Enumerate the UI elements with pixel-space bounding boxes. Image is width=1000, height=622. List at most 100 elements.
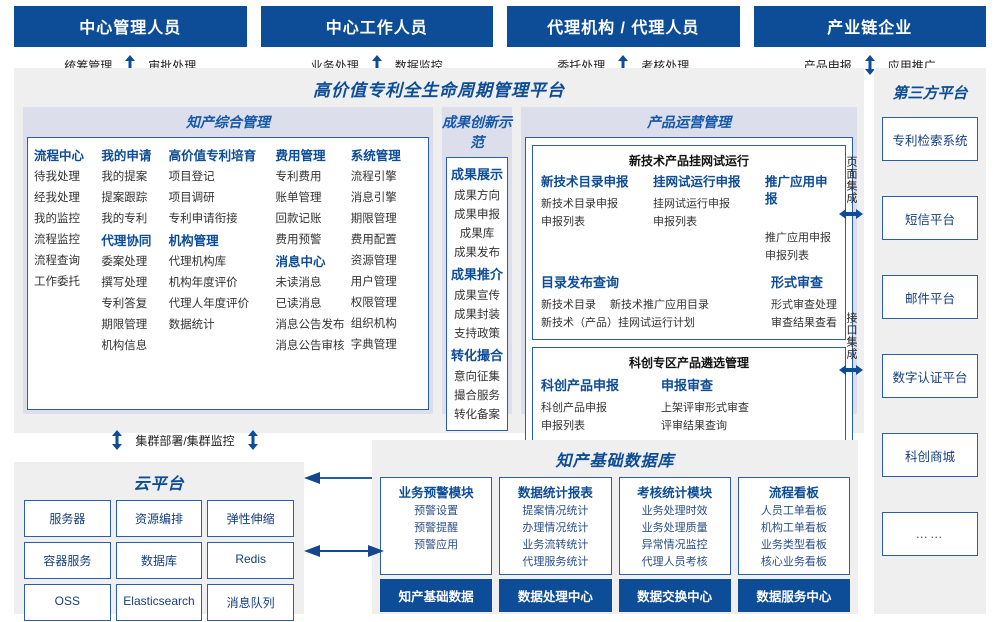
third-party-item-more[interactable]: …… xyxy=(882,512,978,556)
cloud-item-autoscaling[interactable]: 弹性伸缩 xyxy=(207,500,294,537)
menu-item[interactable]: 字典管理 xyxy=(350,339,397,351)
menu-group-chengguotuijie[interactable]: 成果推介 xyxy=(451,267,504,282)
menu-item[interactable]: 申报列表 xyxy=(541,420,586,432)
menu-item[interactable]: 成果宣传 xyxy=(454,290,500,302)
menu-group-chengguozhanshi[interactable]: 成果展示 xyxy=(451,167,504,182)
menu-group-wodeshenqing[interactable]: 我的申请 xyxy=(101,149,152,163)
cloud-item-oss[interactable]: OSS xyxy=(24,584,111,621)
menu-group-xingshishencha[interactable]: 形式审查 xyxy=(771,275,824,290)
menu-item[interactable]: 消息引擎 xyxy=(350,192,397,204)
menu-item[interactable]: 代理人年度评价 xyxy=(168,298,250,310)
card-item[interactable]: 机构工单看板 xyxy=(760,522,827,534)
menu-item[interactable]: 我的专利 xyxy=(101,213,148,225)
card-item[interactable]: 异常情况监控 xyxy=(641,539,708,551)
role-title-center-staff[interactable]: 中心工作人员 xyxy=(260,6,493,47)
menu-item[interactable]: 组织机构 xyxy=(350,318,397,330)
menu-item[interactable]: 回款记账 xyxy=(275,213,322,225)
card-item[interactable]: 代理服务统计 xyxy=(522,556,589,568)
data-library-footer-base-data[interactable]: 知产基础数据 xyxy=(380,579,493,612)
menu-item[interactable]: 形式审查处理 xyxy=(771,299,838,311)
menu-group-zhuanhuacuohe[interactable]: 转化撮合 xyxy=(451,348,504,363)
menu-item[interactable]: 撮合服务 xyxy=(454,390,500,402)
menu-item[interactable]: 成果库 xyxy=(459,228,495,240)
card-item[interactable]: 提案情况统计 xyxy=(522,505,589,517)
data-library-footer-exchange-center[interactable]: 数据交换中心 xyxy=(618,579,731,612)
role-title-industry-enterprise[interactable]: 产业链企业 xyxy=(753,6,986,47)
menu-item[interactable]: 用户管理 xyxy=(350,276,397,288)
menu-group-tuiguangyingyong-shenbao[interactable]: 推广应用申报 xyxy=(765,175,828,206)
card-item[interactable]: 预警设置 xyxy=(414,505,459,517)
card-item[interactable]: 办理情况统计 xyxy=(522,522,589,534)
menu-item[interactable]: 成果方向 xyxy=(454,190,500,202)
menu-item[interactable]: 专利答复 xyxy=(101,298,148,310)
menu-item[interactable]: 科创产品申报 xyxy=(541,402,608,414)
data-library-footer-processing-center[interactable]: 数据处理中心 xyxy=(499,579,612,612)
third-party-item-email[interactable]: 邮件平台 xyxy=(882,275,978,319)
card-item[interactable]: 业务类型看板 xyxy=(760,539,827,551)
menu-item[interactable]: 专利费用 xyxy=(275,171,322,183)
menu-group-xiaoxizhongxin[interactable]: 消息中心 xyxy=(275,255,326,269)
third-party-item-patent-search[interactable]: 专利检索系统 xyxy=(882,117,978,161)
cloud-item-database[interactable]: 数据库 xyxy=(115,542,203,579)
menu-item[interactable]: 意向征集 xyxy=(454,371,500,383)
menu-item[interactable]: 项目登记 xyxy=(168,171,215,183)
menu-item[interactable]: 消息公告审核 xyxy=(275,340,345,352)
menu-item[interactable]: 资源管理 xyxy=(350,255,397,267)
menu-group-guawang-shenbao[interactable]: 挂网试运行申报 xyxy=(653,175,741,189)
menu-item[interactable]: 上架评审形式审查 xyxy=(661,402,750,414)
menu-item[interactable]: 期限管理 xyxy=(350,213,397,225)
menu-item[interactable]: 推广应用申报 xyxy=(765,232,832,244)
data-library-footer-service-center[interactable]: 数据服务中心 xyxy=(737,579,850,612)
role-title-agency[interactable]: 代理机构 / 代理人员 xyxy=(507,6,740,47)
menu-item[interactable]: 账单管理 xyxy=(275,192,322,204)
menu-item[interactable]: 新技术（产品）挂网试运行计划 xyxy=(541,317,696,329)
third-party-item-sms[interactable]: 短信平台 xyxy=(882,196,978,240)
menu-item[interactable]: 成果封装 xyxy=(454,309,500,321)
menu-item[interactable]: 经我处理 xyxy=(34,192,80,204)
menu-item[interactable]: 流程查询 xyxy=(34,255,80,267)
menu-group-jigouguanli[interactable]: 机构管理 xyxy=(168,234,219,248)
menu-item[interactable]: 项目调研 xyxy=(168,192,215,204)
role-title-center-manager[interactable]: 中心管理人员 xyxy=(14,6,247,47)
menu-item[interactable]: 工作委托 xyxy=(34,276,80,288)
menu-item[interactable]: 待我处理 xyxy=(34,171,80,183)
menu-item[interactable]: 申报列表 xyxy=(541,216,586,228)
menu-item[interactable]: 支持政策 xyxy=(454,328,500,340)
menu-item[interactable]: 费用预警 xyxy=(275,234,322,246)
menu-item[interactable]: 成果发布 xyxy=(454,247,500,259)
menu-item[interactable]: 数据统计 xyxy=(168,319,215,331)
menu-item[interactable]: 费用配置 xyxy=(350,234,397,246)
menu-group-xinjishumulu-shenbao[interactable]: 新技术目录申报 xyxy=(541,175,629,189)
menu-item[interactable]: 代理机构库 xyxy=(168,256,227,268)
menu-item[interactable]: 已读消息 xyxy=(275,298,322,310)
menu-item[interactable]: 未读消息 xyxy=(275,277,322,289)
card-item[interactable]: 核心业务看板 xyxy=(760,556,827,568)
cloud-item-elasticsearch[interactable]: Elasticsearch xyxy=(115,584,203,621)
menu-item[interactable]: 评审结果查询 xyxy=(661,420,728,432)
cloud-item-container[interactable]: 容器服务 xyxy=(24,542,111,579)
menu-item[interactable]: 机构信息 xyxy=(101,340,148,352)
menu-item[interactable]: 流程监控 xyxy=(34,234,80,246)
menu-group-xitongguanli[interactable]: 系统管理 xyxy=(350,149,401,163)
menu-item[interactable]: 挂网试运行申报 xyxy=(653,198,731,210)
menu-group-liucheng-zhongxin[interactable]: 流程中心 xyxy=(34,149,85,163)
third-party-item-digital-cert[interactable]: 数字认证平台 xyxy=(882,354,978,398)
card-item[interactable]: 业务处理质量 xyxy=(641,522,708,534)
menu-item[interactable]: 机构年度评价 xyxy=(168,277,238,289)
cloud-item-mq[interactable]: 消息队列 xyxy=(207,584,294,621)
menu-item[interactable]: 新技术推广应用目录 xyxy=(610,299,710,311)
menu-group-gaojiazhi[interactable]: 高价值专利培育 xyxy=(168,149,257,163)
menu-item[interactable]: 权限管理 xyxy=(350,297,397,309)
cloud-item-redis[interactable]: Redis xyxy=(207,542,294,579)
menu-item[interactable]: 消息公告发布 xyxy=(275,319,345,331)
menu-item[interactable]: 申报列表 xyxy=(765,250,810,262)
menu-item[interactable]: 流程引擎 xyxy=(350,171,397,183)
menu-group-feiyongguanli[interactable]: 费用管理 xyxy=(275,149,326,163)
card-item[interactable]: 预警应用 xyxy=(414,539,459,551)
menu-item[interactable]: 新技术目录申报 xyxy=(541,198,619,210)
menu-item[interactable]: 我的提案 xyxy=(101,171,148,183)
menu-group-kechuangchanpin-shenbao[interactable]: 科创产品申报 xyxy=(541,378,620,393)
card-item[interactable]: 代理人员考核 xyxy=(641,556,708,568)
card-item[interactable]: 业务流转统计 xyxy=(522,539,589,551)
menu-item[interactable]: 成果申报 xyxy=(454,209,500,221)
